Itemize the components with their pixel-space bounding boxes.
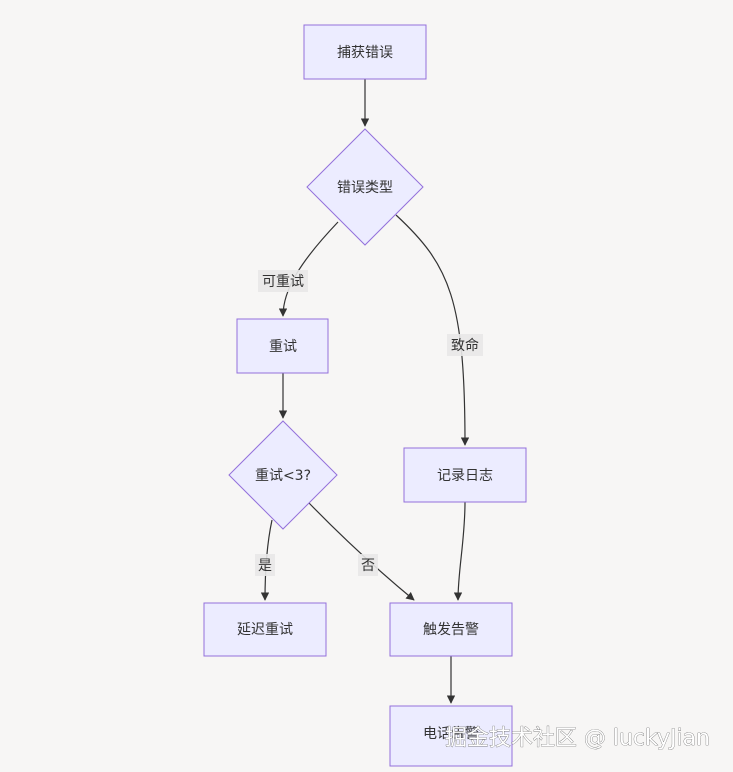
node-log[interactable]: 记录日志 xyxy=(403,447,527,503)
node-delay-retry[interactable]: 延迟重试 xyxy=(203,602,327,657)
node-capture-error[interactable]: 捕获错误 xyxy=(303,24,427,80)
edge-log-to-alert xyxy=(453,501,466,601)
node-log-label: 记录日志 xyxy=(437,468,493,484)
edge-type-to-retry xyxy=(278,221,339,317)
edge-labels: 可重试 致命 是 否 xyxy=(255,270,483,576)
node-retry-check-label: 重试<3? xyxy=(255,468,311,484)
node-retry-check[interactable]: 重试<3? xyxy=(228,420,338,530)
edge-label-retryable: 可重试 xyxy=(262,274,304,290)
node-phone-alert[interactable]: 电话告警 xyxy=(389,705,513,767)
node-error-type[interactable]: 错误类型 xyxy=(306,128,424,246)
node-retry[interactable]: 重试 xyxy=(236,318,329,374)
node-delay-retry-label: 延迟重试 xyxy=(237,622,293,638)
node-retry-label: 重试 xyxy=(269,339,297,355)
node-trigger-alert-label: 触发告警 xyxy=(423,622,479,638)
node-trigger-alert[interactable]: 触发告警 xyxy=(389,602,513,657)
edge-label-yes: 是 xyxy=(258,558,272,574)
node-capture-error-label: 捕获错误 xyxy=(337,45,393,61)
node-error-type-label: 错误类型 xyxy=(337,180,393,196)
edge-label-no: 否 xyxy=(361,558,375,574)
watermark-text: 掘金技术社区 @ luckyJian xyxy=(445,726,710,751)
edge-label-fatal: 致命 xyxy=(451,337,479,354)
node-phone-alert-label: 电话告警 xyxy=(423,726,479,742)
edge-check-no-to-alert xyxy=(308,502,415,601)
edge-type-to-log xyxy=(395,214,470,446)
